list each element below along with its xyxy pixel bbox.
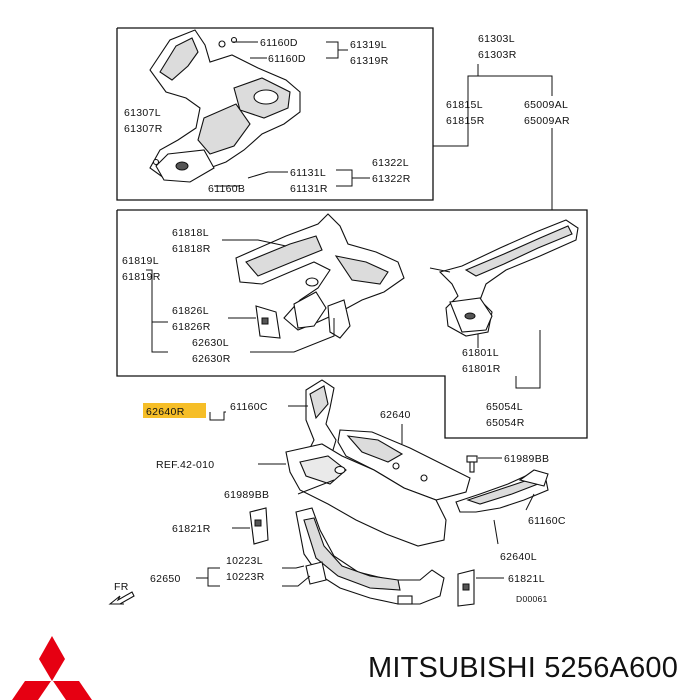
label-fr: FR	[114, 581, 129, 593]
label-61131R: 61131R	[290, 183, 328, 195]
label-61322L: 61322L	[372, 157, 409, 169]
label-61821L: 61821L	[508, 573, 545, 585]
label-61989BB-right: 61989BB	[504, 453, 549, 465]
lower-leader-lines	[196, 405, 535, 587]
label-61160C-top: 61160C	[230, 401, 268, 413]
front-sidemember-assembly	[235, 213, 405, 339]
label-61160D-top: 61160D	[260, 37, 298, 49]
label-61307L: 61307L	[124, 107, 161, 119]
frame-top-box	[116, 27, 434, 201]
label-65009AL: 65009AL	[524, 99, 568, 111]
label-61818L: 61818L	[172, 227, 209, 239]
label-61160B: 61160B	[208, 183, 245, 195]
label-61826L: 61826L	[172, 305, 209, 317]
label-62630L: 62630L	[192, 337, 229, 349]
label-62640L: 62640L	[500, 551, 537, 563]
label-61319L: 61319L	[350, 39, 387, 51]
label-61815L: 61815L	[446, 99, 483, 111]
label-10223L: 10223L	[226, 555, 263, 567]
brand-part-title: MITSUBISHI 5256A600	[368, 652, 679, 684]
label-61322R: 61322R	[372, 173, 411, 185]
radiator-panel-ref	[285, 443, 447, 547]
top-leader-lines	[214, 41, 370, 187]
label-62650: 62650	[150, 573, 181, 585]
label-62640: 62640	[380, 409, 411, 421]
label-10223R: 10223R	[226, 571, 265, 583]
lower-crossmember-62650	[295, 507, 445, 605]
label-65054L: 65054L	[486, 401, 523, 413]
label-61160D-mid: 61160D	[268, 53, 306, 65]
diagram-code: D00061	[516, 594, 548, 604]
label-61821R: 61821R	[172, 523, 211, 535]
part-labels: 61160D 61160D 61319L 61319R 61307L 61307…	[114, 33, 570, 604]
label-62640R: 62640R	[146, 406, 185, 418]
mid-leader-lines	[146, 239, 479, 353]
mitsubishi-logo-icon	[12, 636, 92, 700]
label-61819R: 61819R	[122, 271, 161, 283]
label-61303R: 61303R	[478, 49, 517, 61]
bolt-61989BB	[334, 455, 478, 475]
right-leader-lines	[433, 64, 553, 389]
front-sidemember-right	[438, 219, 579, 337]
label-61801L: 61801L	[462, 347, 499, 359]
label-61989BB-left: 61989BB	[224, 489, 269, 501]
label-61307R: 61307R	[124, 123, 163, 135]
bracket-61821L	[457, 569, 475, 607]
label-61819L: 61819L	[122, 255, 159, 267]
label-61818R: 61818R	[172, 243, 211, 255]
label-65054R: 65054R	[486, 417, 525, 429]
frame-mid-box	[116, 209, 588, 439]
label-61801R: 61801R	[462, 363, 501, 375]
label-61319R: 61319R	[350, 55, 389, 67]
label-61303L: 61303L	[478, 33, 515, 45]
label-ref-42-010: REF.42-010	[156, 459, 214, 471]
label-65009AR: 65009AR	[524, 115, 570, 127]
bracket-61821R	[249, 507, 269, 545]
front-direction-arrow-icon	[108, 591, 135, 605]
upper-sidemember-assembly	[149, 29, 301, 183]
label-61131L: 61131L	[290, 167, 326, 179]
radiator-support-right-62640L	[455, 469, 549, 513]
label-62630R: 62630R	[192, 353, 231, 365]
label-61826R: 61826R	[172, 321, 211, 333]
label-61815R: 61815R	[446, 115, 485, 127]
label-61160C-right: 61160C	[528, 515, 566, 527]
selected-part-highlight	[143, 403, 206, 418]
